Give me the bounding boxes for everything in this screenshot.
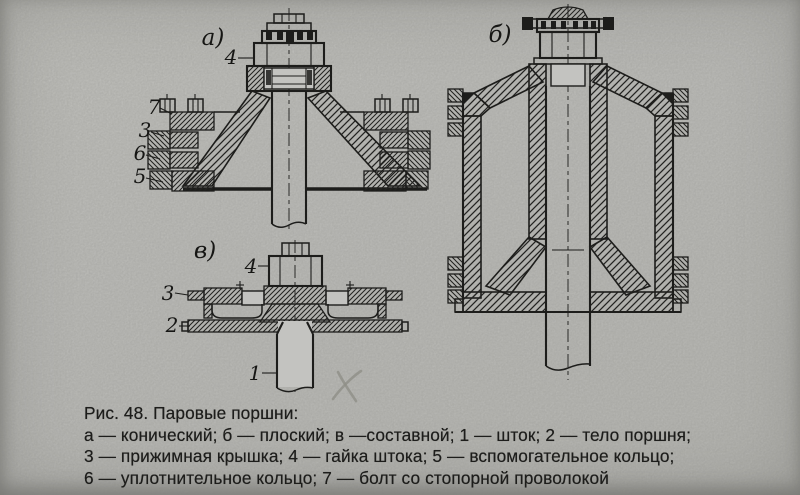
caption-legend-line: а — конический; б — плоский; в —составно… — [84, 424, 692, 445]
callout-a-4: 4 — [224, 45, 238, 69]
callouts-v: в) 4 3 2 1 — [162, 238, 277, 385]
piston-rings-right — [363, 94, 431, 192]
caption-legend-line: 6 — уплотнительное кольцо; 7 — болт со с… — [84, 468, 609, 489]
label-a: а) — [202, 25, 225, 51]
callout-v-1: 1 — [249, 361, 262, 385]
callout-v-2: 2 — [165, 313, 179, 337]
figure-caption: Рис. 48. Паровые поршни: а — конический;… — [84, 403, 744, 490]
callout-v-4: 4 — [244, 254, 258, 278]
lock-bolt — [374, 94, 391, 113]
drawing-a-conical-piston: а) 4 7 3 6 5 — [134, 8, 431, 230]
drawing-v-composite-piston: в) 4 3 2 1 — [162, 238, 409, 393]
caption-legend-line: 3 — прижимная крышка; 4 — гайка штока; 5… — [84, 446, 675, 467]
pencil-mark — [331, 369, 363, 403]
callout-a-5: 5 — [134, 164, 147, 188]
callout-a-7: 7 — [148, 95, 161, 119]
bottom-cone-and-flange — [454, 235, 682, 314]
stud-and-nut — [267, 242, 324, 288]
callout-a-3: 3 — [139, 118, 152, 142]
lock-bolt — [402, 94, 419, 113]
hub-and-flange — [462, 63, 674, 240]
clamp-cover — [187, 281, 403, 306]
drawing-b-flat-piston: б) — [447, 4, 689, 380]
lock-bolt — [187, 94, 204, 113]
piston-rod — [275, 321, 315, 393]
caption-title: Рис. 48. Паровые поршни: — [84, 403, 299, 423]
cover-bolt — [236, 281, 244, 289]
label-v: в) — [194, 238, 216, 264]
callout-v-3: 3 — [162, 281, 175, 305]
callouts-a: а) 4 7 3 6 5 — [134, 25, 254, 188]
label-b: б) — [488, 22, 511, 48]
cover-bolt — [346, 281, 354, 289]
piston-rod — [270, 91, 308, 228]
piston-rod — [544, 86, 592, 371]
cotter-pin — [522, 17, 614, 30]
callout-a-6: 6 — [134, 141, 147, 165]
spring-washer-assembly — [245, 64, 333, 93]
